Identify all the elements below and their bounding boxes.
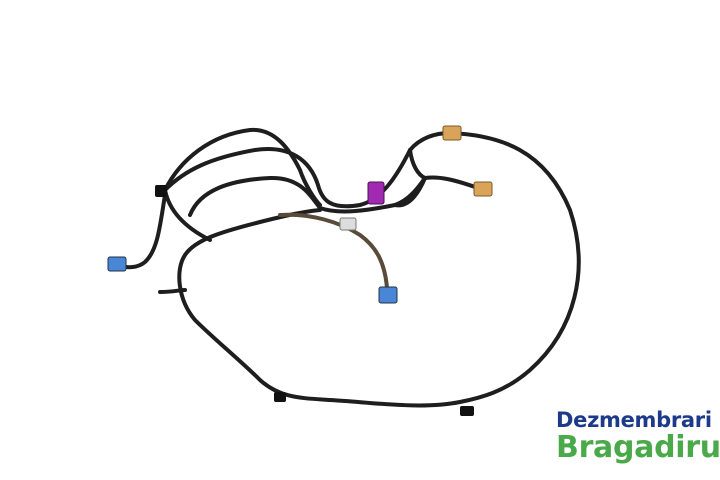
inner-cable [188,175,427,217]
outer-loop-cable [177,131,581,408]
left-loop-cable [163,127,322,207]
left-branch-cable [118,188,212,270]
blue-connector-left [107,256,127,272]
gold-connector-right [473,181,493,197]
clip-bottom [460,406,474,416]
brown-cable [278,212,389,290]
clip-cable [158,288,187,294]
white-connector [339,217,357,231]
watermark-logo: Dezmembrari Bragadiru [556,410,720,463]
watermark-line1: Dezmembrari [556,408,712,432]
gold-connector-top [442,125,462,141]
purple-connector [367,181,385,205]
clip-left [155,185,167,197]
blue-connector-center [378,286,398,304]
watermark-line2: Bragadiru [556,430,720,465]
right-branch-cable [393,148,480,208]
clip-bottom-left [274,392,286,402]
